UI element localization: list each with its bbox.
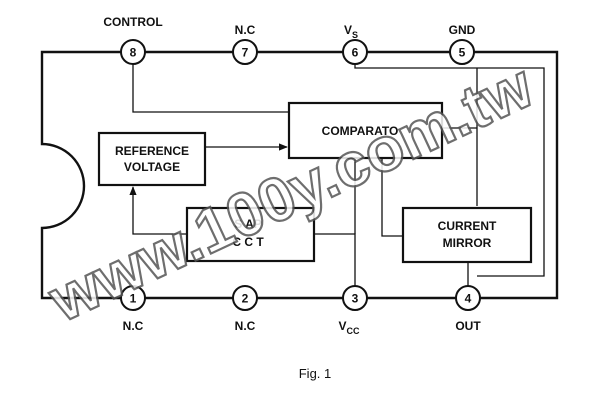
comparator-block: COMPARATO (287, 101, 444, 160)
pin-5: GND 5 (449, 23, 476, 65)
switch-label-line2: C C T (232, 235, 264, 249)
pin-2: 2 N.C (232, 285, 258, 333)
pin-1-label: N.C (123, 319, 144, 333)
switch-label-line1: S AP (234, 217, 262, 231)
pin-4-label: OUT (455, 319, 481, 333)
pin-2-label: N.C (235, 319, 256, 333)
pin-2-number: 2 (242, 292, 249, 306)
pin-5-number: 5 (459, 46, 466, 60)
internal-wiring (129, 64, 545, 288)
mirror-label-line2: MIRROR (443, 236, 492, 250)
current-mirror-block: CURRENT MIRROR (401, 206, 533, 264)
figure-caption: Fig. 1 (299, 366, 332, 381)
pin-4-number: 4 (465, 292, 472, 306)
switch-circuit-block: S AP C C T (185, 206, 316, 263)
pin-5-label: GND (449, 23, 476, 37)
mirror-label-line1: CURRENT (438, 219, 497, 233)
comparator-label: COMPARATO (322, 124, 399, 138)
pin-3: 3 VCC (338, 285, 368, 336)
pin-6-number: 6 (352, 46, 359, 60)
reference-voltage-block: REFERENCE VOLTAGE (97, 131, 207, 187)
pin-7-number: 7 (242, 46, 249, 60)
reference-label-line1: REFERENCE (115, 144, 189, 158)
pin-7-label: N.C (235, 23, 256, 37)
pin-3-label: VCC (338, 319, 360, 336)
pin-1: 1 N.C (120, 285, 146, 333)
pin-1-number: 1 (130, 292, 137, 306)
pin-4: 4 OUT (455, 285, 481, 333)
chip-outline (40, 50, 559, 300)
pin-3-number: 3 (352, 292, 359, 306)
pin-8-number: 8 (130, 46, 137, 60)
pin-8-label: CONTROL (103, 15, 162, 29)
pin-6: VS 6 (342, 23, 368, 65)
pin-6-label: VS (344, 23, 358, 40)
pin-8: CONTROL 8 (103, 15, 163, 65)
pin-7: N.C 7 (232, 23, 258, 65)
reference-label-line2: VOLTAGE (124, 160, 180, 174)
